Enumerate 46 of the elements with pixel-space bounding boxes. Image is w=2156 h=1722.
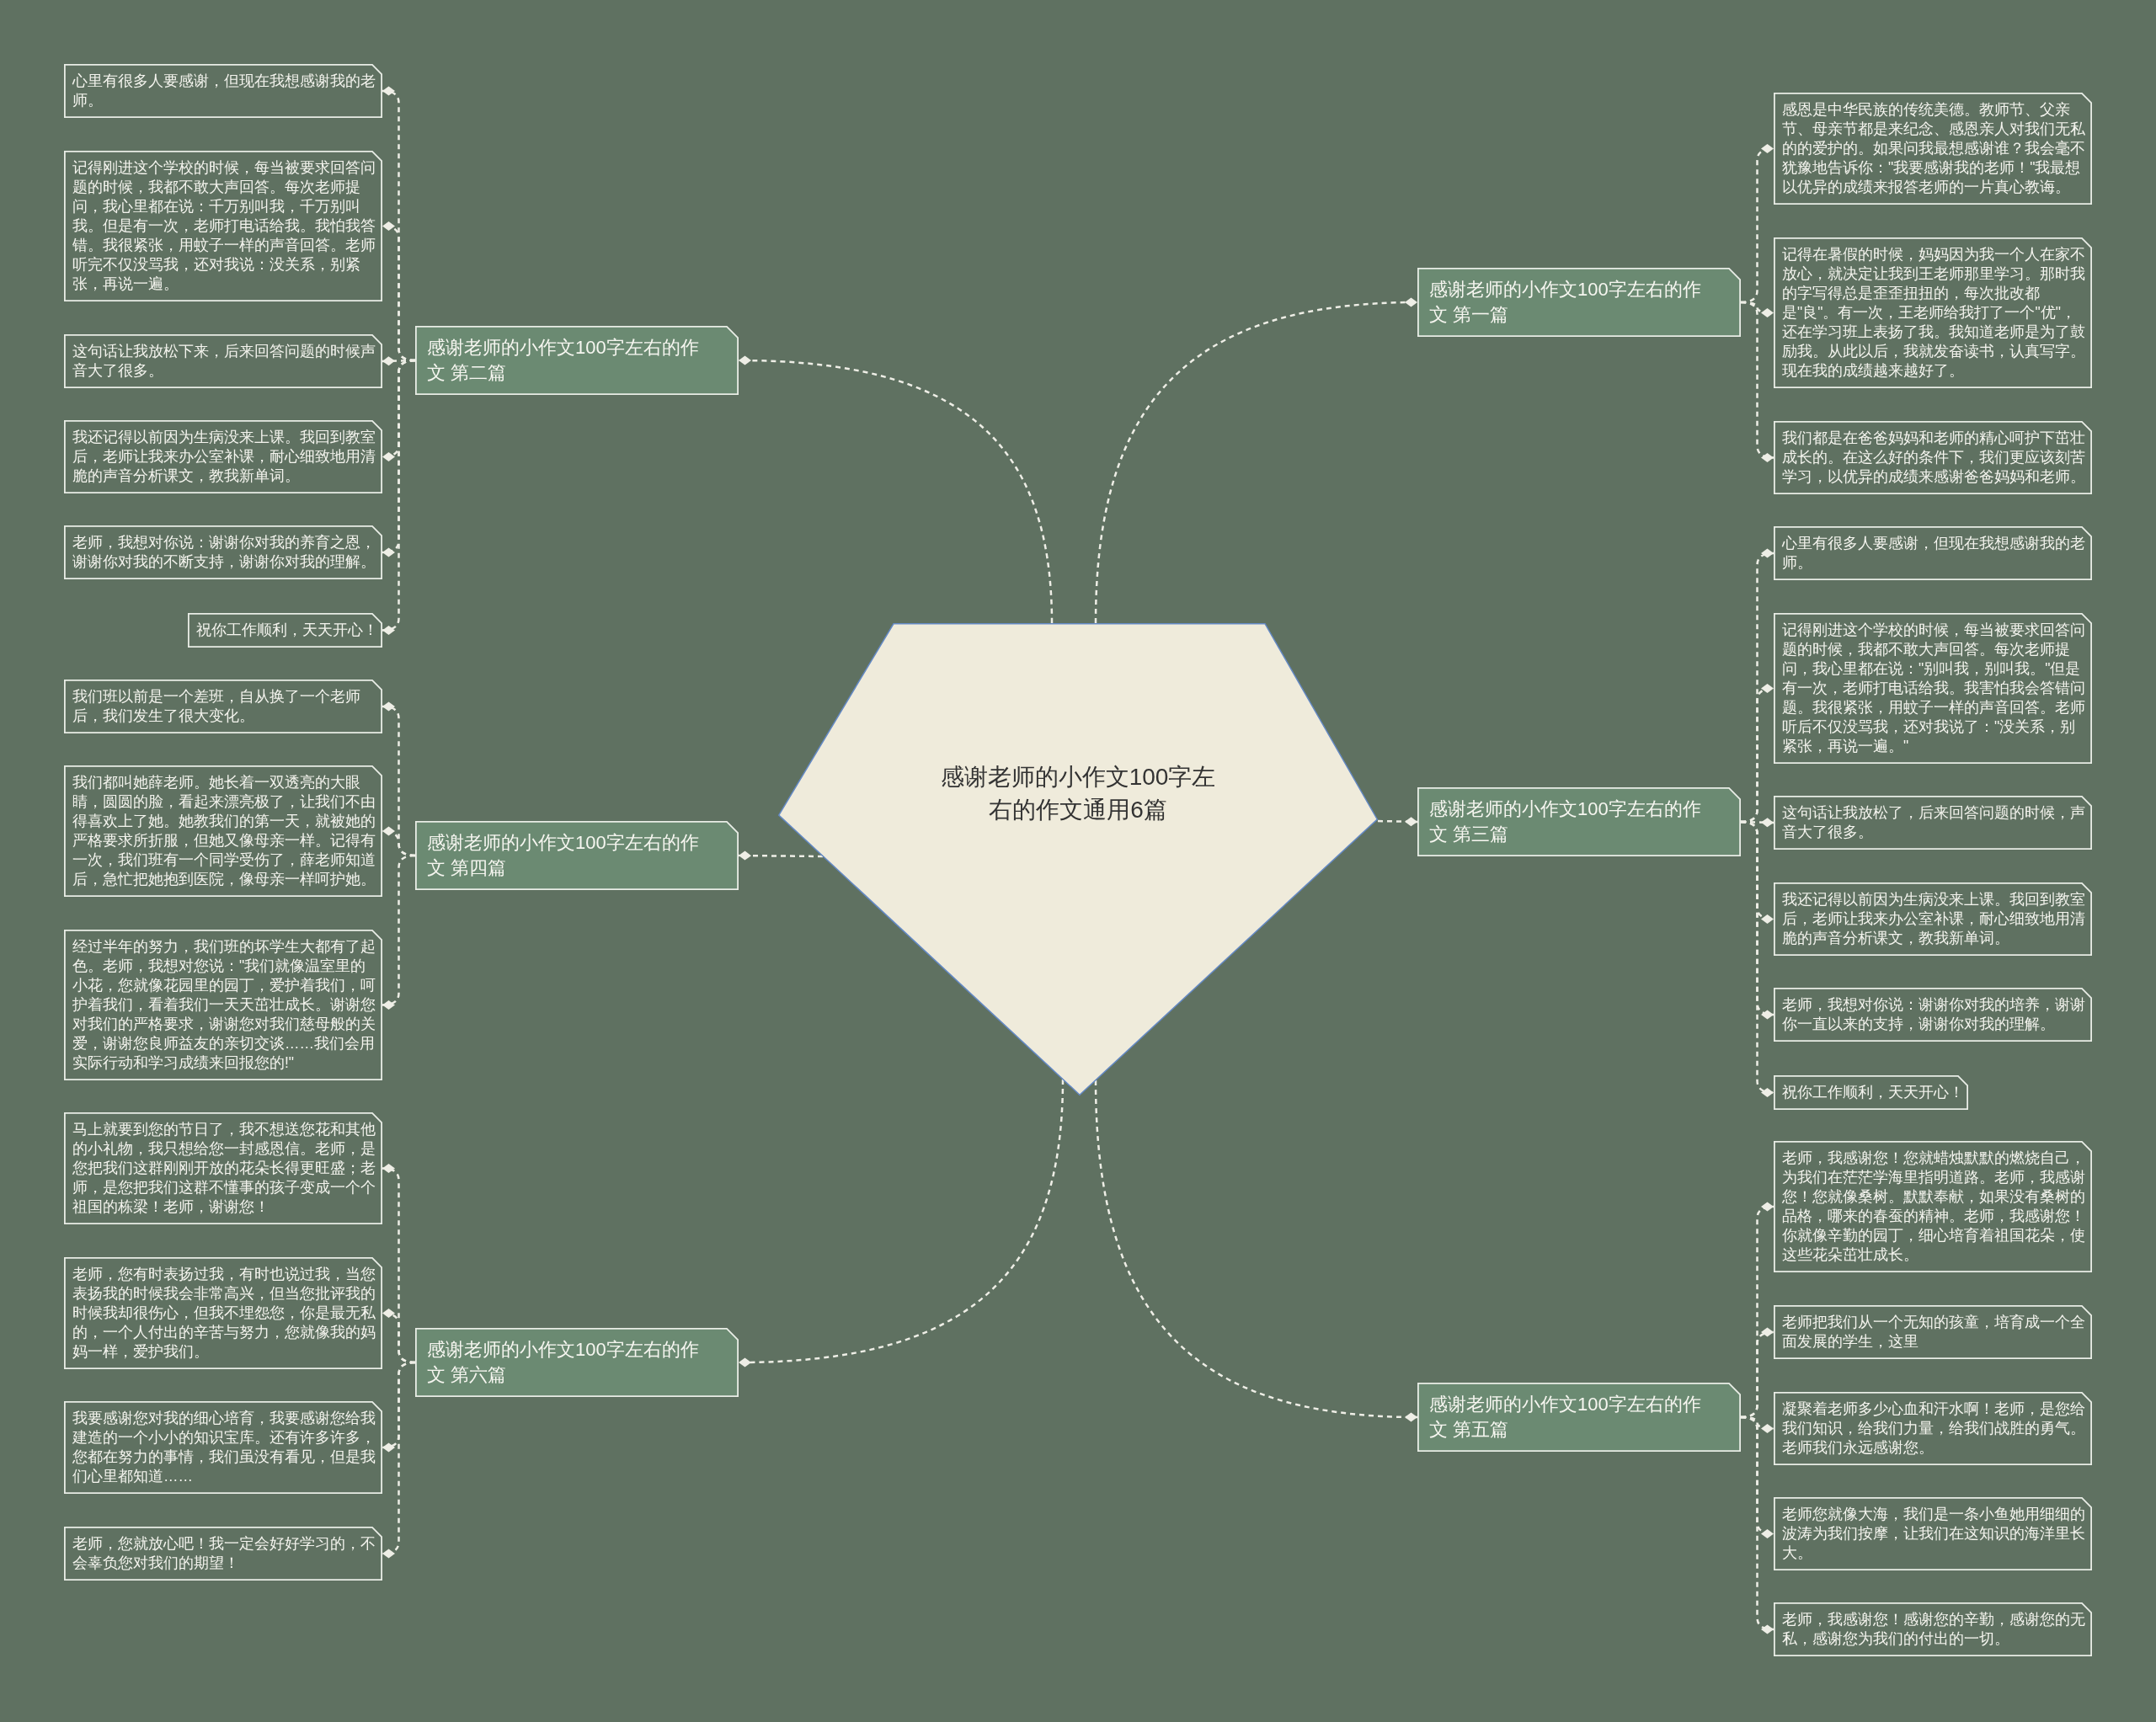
note-box: 祝你工作顺利，天天开心！ — [1774, 1075, 1968, 1110]
note-box: 记得在暑假的时候，妈妈因为我一个人在家不放心，就决定让我到王老师那里学习。那时我的字写得总是歪歪扭扭的，每次批改都是"良"。有一次，王老师给我打了一个"优"，还在学习班上表扬了我。我知道老师是为了鼓励我。从此以后，我就发奋读书，认真写字。现在我的成绩越来越好了。 — [1774, 237, 2092, 388]
dotted-connector — [1094, 297, 1418, 624]
note-box: 心里有很多人要感谢，但现在我想感谢我的老师。 — [64, 64, 382, 118]
note-box: 老师您就像大海，我们是一条小鱼她用细细的波涛为我们按摩，让我们在这知识的海洋里长大。 — [1774, 1497, 2092, 1570]
dotted-connector — [382, 359, 416, 635]
note-box: 老师，我想对你说：谢谢你对我的培养，谢谢你一直以来的支持，谢谢你对我的理解。 — [1774, 988, 2092, 1042]
dotted-connector — [738, 1079, 1065, 1367]
topic-box: 感谢老师的小作文100字左右的作文 第二篇 — [415, 326, 739, 395]
note-box: 我还记得以前因为生病没来上课。我回到教室后，老师让我来办公室补课，耐心细致地用清脆的声音分析课文，教我新单词。 — [64, 420, 382, 493]
note-box: 老师，我感谢您！您就蜡烛默默的燃烧自己，为我们在茫茫学海里指明道路。老师，我感谢您！您就像桑树。默默奉献，如果没有桑树的品格，哪来的春蚕的精神。老师，我感谢您！你就像辛勤的园丁，细心培育着祖国花朵，使这些花朵茁壮成长。 — [1774, 1141, 2092, 1272]
note-box: 心里有很多人要感谢，但现在我想感谢我的老师。 — [1774, 526, 2092, 580]
note-box: 记得刚进这个学校的时候，每当被要求回答问题的时候，我都不敢大声回答。每次老师提问，我心里都在说：千万别叫我，千万别叫我。但是有一次，老师打电话给我。我怕我答错。我很紧张，用蚊子一样的声音回答。老师听完不仅没骂我，还对我说：没关系，别紧张，再说一遍。 — [64, 151, 382, 301]
topic-box: 感谢老师的小作文100字左右的作文 第一篇 — [1417, 268, 1741, 337]
note-box: 我还记得以前因为生病没来上课。我回到教室后，老师让我来办公室补课，耐心细致地用清脆的声音分析课文，教我新单词。 — [1774, 882, 2092, 956]
note-box: 这句话让我放松了，后来回答问题的时候，声音大了很多。 — [1774, 796, 2092, 850]
central-pentagon: 感谢老师的小作文100字左右的作文通用6篇 — [778, 623, 1378, 1096]
topic-box: 感谢老师的小作文100字左右的作文 第三篇 — [1417, 787, 1741, 856]
topic-box: 感谢老师的小作文100字左右的作文 第五篇 — [1417, 1383, 1741, 1452]
topic-box: 感谢老师的小作文100字左右的作文 第六篇 — [415, 1328, 739, 1397]
note-box: 祝你工作顺利，天天开心！ — [188, 613, 382, 648]
note-box: 记得刚进这个学校的时候，每当被要求回答问题的时候，我都不敢大声回答。每次老师提问，我心里都在说："别叫我，别叫我。"但是有一次，老师打电话给我。我害怕我会答错问题。我很紧张，用蚊子一样的声音回答。老师听后不仅没骂我，还对我说了："没关系，别紧张，再说一遍。" — [1774, 613, 2092, 764]
dotted-connector — [382, 1361, 416, 1559]
note-box: 老师，您就放心吧！我一定会好好学习的，不会辜负您对我们的期望！ — [64, 1527, 382, 1581]
topic-box: 感谢老师的小作文100字左右的作文 第四篇 — [415, 821, 739, 890]
note-box: 我们都是在爸爸妈妈和老师的精心呵护下茁壮成长的。在这么好的条件下，我们更应该刻苦学习，以优异的成绩来感谢爸爸妈妈和老师。 — [1774, 421, 2092, 494]
note-box: 老师，您有时表扬过我，有时也说过我，当您表扬我的时候我会非常高兴，但当您批评我的时候我却很伤心，但我不埋怨您，你是最无私的，一个人付出的辛苦与努力，您就像我的妈妈一样，爱护我们。 — [64, 1257, 382, 1369]
dotted-connector — [1094, 1080, 1418, 1422]
note-box: 这句话让我放松下来，后来回答问题的时候声音大了很多。 — [64, 334, 382, 388]
dotted-connector — [1377, 817, 1418, 827]
note-box: 马上就要到您的节日了，我不想送您花和其他的小礼物，我只想给您一封感恩信。老师，是您把我们这群刚刚开放的花朵长得更旺盛；老师，是您把我们这群不懂事的孩子变成一个个祖国的栋梁！老师，谢谢您！ — [64, 1112, 382, 1224]
note-box: 老师把我们从一个无知的孩童，培育成一个全面发展的学生，这里 — [1774, 1305, 2092, 1359]
note-box: 我们都叫她薛老师。她长着一双透亮的大眼睛，圆圆的脸，看起来漂亮极了，让我们不由得喜欢上了她。她教我们的第一天，就被她的严格要求所折服，但她又像母亲一样。记得有一次，我们班有一个同学受伤了，薛老师知道后，急忙把她抱到医院，像母亲一样呵护她。 — [64, 765, 382, 897]
dotted-connector — [738, 355, 1054, 624]
note-box: 凝聚着老师多少心血和汗水啊！老师，是您给我们知识，给我们力量，给我们战胜的勇气。老师我们永远感谢您。 — [1774, 1392, 2092, 1465]
dotted-connector — [739, 850, 823, 861]
dotted-connector — [1740, 1415, 1774, 1634]
dotted-connector — [382, 854, 416, 1010]
dotted-connector — [1740, 820, 1774, 1097]
dotted-connector — [1740, 301, 1774, 462]
note-box: 老师，我感谢您！感谢您的辛勤，感谢您的无私，感谢您为我们的付出的一切。 — [1774, 1602, 2092, 1656]
note-box: 感恩是中华民族的传统美德。教师节、父亲节、母亲节都是来纪念、感恩亲人对我们无私的的爱护的。如果问我最想感谢谁？我会毫不犹豫地告诉你："我要感谢我的老师！"我最想以优异的成绩来报答老师的一片真心教诲。 — [1774, 93, 2092, 205]
note-box: 我们班以前是一个差班，自从换了一个老师后，我们发生了很大变化。 — [64, 680, 382, 733]
note-box: 老师，我想对你说：谢谢你对我的养育之恩，谢谢你对我的不断支持，谢谢你对我的理解。 — [64, 525, 382, 579]
note-box: 经过半年的努力，我们班的坏学生大都有了起色。老师，我想对您说："我们就像温室里的小花，您就像花园里的园丁，爱护着我们，呵护着我们，看着我们一天天茁壮成长。谢谢您对我们的严格要求，谢谢您对我们慈母般的关爱，谢谢您良师益友的亲切交谈……我们会用实际行动和学习成绩来回报您的!" — [64, 930, 382, 1080]
note-box: 我要感谢您对我的细心培育，我要感谢您给我建造的一个小小的知识宝库。还有许多许多，您都在努力的事情，我们虽没有看见，但是我们心里都知道…… — [64, 1401, 382, 1494]
